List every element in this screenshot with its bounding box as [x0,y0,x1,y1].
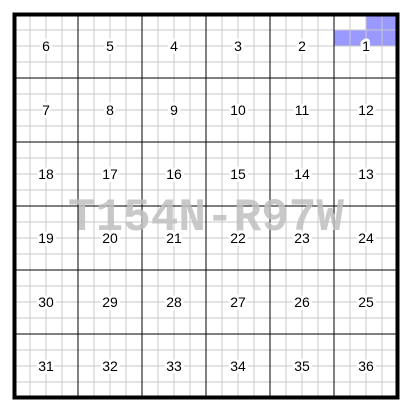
section-label-31: 31 [38,358,54,374]
section-label-halo: 31 [38,358,54,374]
section-label-21: 21 [166,230,182,246]
section-label-halo: 4 [170,38,178,54]
section-label-17: 17 [102,166,118,182]
section-label-28: 28 [166,294,182,310]
section-label-26: 26 [294,294,310,310]
section-label-33: 33 [166,358,182,374]
section-label-5: 5 [106,38,114,54]
section-label-halo: 11 [295,102,310,118]
section-label-13: 13 [358,166,374,182]
section-label-6: 6 [42,38,50,54]
section-label-halo: 27 [230,294,246,310]
section-label-halo: 30 [38,294,54,310]
section-label-23: 23 [294,230,310,246]
section-label-halo: 25 [358,294,374,310]
section-label-18: 18 [38,166,54,182]
section-label-35: 35 [294,358,310,374]
section-label-27: 27 [230,294,246,310]
section-label-12: 12 [358,102,374,118]
section-label-29: 29 [102,294,118,310]
section-label-36: 36 [358,358,374,374]
section-label-2: 2 [298,38,306,54]
section-label-halo: 19 [38,230,54,246]
section-label-halo: 21 [166,230,182,246]
section-label-8: 8 [106,102,114,118]
section-label-halo: 9 [170,102,178,118]
section-label-halo: 10 [230,102,246,118]
section-grid [14,14,398,398]
section-label-halo: 3 [234,38,242,54]
section-label-halo: 23 [294,230,310,246]
section-label-25: 25 [358,294,374,310]
section-label-3: 3 [234,38,242,54]
section-label-4: 4 [170,38,178,54]
section-label-9: 9 [170,102,178,118]
section-label-halo: 33 [166,358,182,374]
section-label-19: 19 [38,230,54,246]
section-label-14: 14 [294,166,310,182]
section-label-7: 7 [42,102,50,118]
section-label-16: 16 [166,166,182,182]
section-label-30: 30 [38,294,54,310]
section-label-halo: 7 [42,102,50,118]
section-label-halo: 18 [38,166,54,182]
section-label-halo: 36 [358,358,374,374]
section-label-24: 24 [358,230,374,246]
section-label-15: 15 [230,166,246,182]
section-label-halo: 13 [358,166,374,182]
section-label-halo: 2 [298,38,306,54]
section-label-11: 11 [295,102,310,118]
section-label-halo: 6 [42,38,50,54]
section-label-halo: 26 [294,294,310,310]
section-label-halo: 14 [294,166,310,182]
section-label-halo: 5 [106,38,114,54]
section-label-halo: 35 [294,358,310,374]
section-label-22: 22 [230,230,246,246]
section-label-halo: 22 [230,230,246,246]
section-label-34: 34 [230,358,246,374]
section-label-halo: 1 [362,38,370,54]
township-label: T154N-R97W [68,192,344,244]
section-label-10: 10 [230,102,246,118]
section-label-1: 1 [362,38,370,54]
section-label-halo: 34 [230,358,246,374]
section-label-32: 32 [102,358,118,374]
section-label-halo: 15 [230,166,246,182]
section-label-20: 20 [102,230,118,246]
section-label-halo: 8 [106,102,114,118]
township-border [12,12,400,400]
section-label-halo: 16 [166,166,182,182]
section-label-halo: 32 [102,358,118,374]
section-label-halo: 12 [358,102,374,118]
section-label-halo: 28 [166,294,182,310]
section-label-halo: 20 [102,230,118,246]
section-label-halo: 17 [102,166,118,182]
section-label-halo: 29 [102,294,118,310]
section-label-halo: 24 [358,230,374,246]
